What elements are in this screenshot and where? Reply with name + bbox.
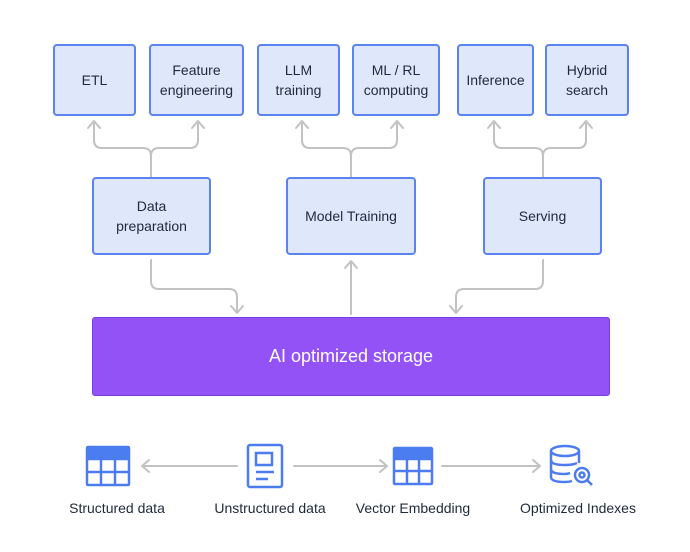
task-hybrid-search: Hybrid search — [545, 44, 629, 116]
legend-arrowhead-structured — [141, 459, 150, 473]
arrowhead-inference — [487, 120, 501, 129]
connector-data-prep-to-tasks — [93, 121, 199, 179]
task-ml-rl-computing-label: ML / RL computing — [363, 62, 429, 98]
storage-label: AI optimized storage — [268, 346, 434, 366]
task-etl-label: ETL — [81, 72, 108, 88]
stage-model-training: Model Training — [286, 177, 416, 255]
connector-serving-to-tasks — [493, 121, 587, 179]
stage-serving-label: Serving — [518, 208, 567, 224]
stage-model-training-label: Model Training — [305, 208, 397, 224]
arrowhead-ml-rl-computing — [390, 120, 404, 129]
database-search-icon — [549, 444, 593, 486]
arrowhead-llm-training — [295, 120, 309, 129]
connector-data-prep-to-storage — [150, 259, 238, 313]
legend-arrowhead-vector — [379, 459, 388, 473]
vector-table-icon — [392, 446, 434, 486]
task-feature-engineering: Feature engineering — [149, 44, 244, 116]
task-hybrid-search-label: Hybrid search — [565, 62, 609, 98]
ai-optimized-storage: AI optimized storage — [92, 317, 610, 396]
stage-data-preparation-label: Data preparation — [116, 198, 187, 234]
legend-unstructured-data: Unstructured data — [214, 500, 326, 516]
legend-optimized-indexes: Optimized Indexes — [520, 500, 636, 516]
task-inference: Inference — [457, 44, 534, 116]
task-llm-training-label: LLM training — [275, 62, 322, 98]
task-inference-label: Inference — [466, 72, 525, 88]
arrowhead-etl — [87, 120, 101, 129]
connector-serving-to-storage — [455, 259, 544, 313]
stage-serving: Serving — [483, 177, 602, 255]
arrowhead-hybrid-search — [579, 120, 593, 129]
legend-arrowhead-indexes — [532, 459, 541, 473]
task-feature-engineering-label: Feature engineering — [159, 62, 234, 98]
table-icon — [85, 445, 131, 487]
document-icon — [246, 443, 284, 489]
arrowhead-model-training — [344, 260, 358, 269]
arrowhead-storage-left — [230, 305, 244, 314]
stage-data-preparation: Data preparation — [92, 177, 211, 255]
legend-structured-data: Structured data — [69, 500, 165, 516]
arrowhead-feature-engineering — [191, 120, 205, 129]
legend-vector-embedding: Vector Embedding — [355, 500, 471, 516]
task-etl: ETL — [53, 44, 136, 116]
task-llm-training: LLM training — [257, 44, 340, 116]
arrowhead-storage-right — [449, 305, 463, 314]
connector-model-training-to-tasks — [301, 121, 398, 179]
task-ml-rl-computing: ML / RL computing — [352, 44, 440, 116]
